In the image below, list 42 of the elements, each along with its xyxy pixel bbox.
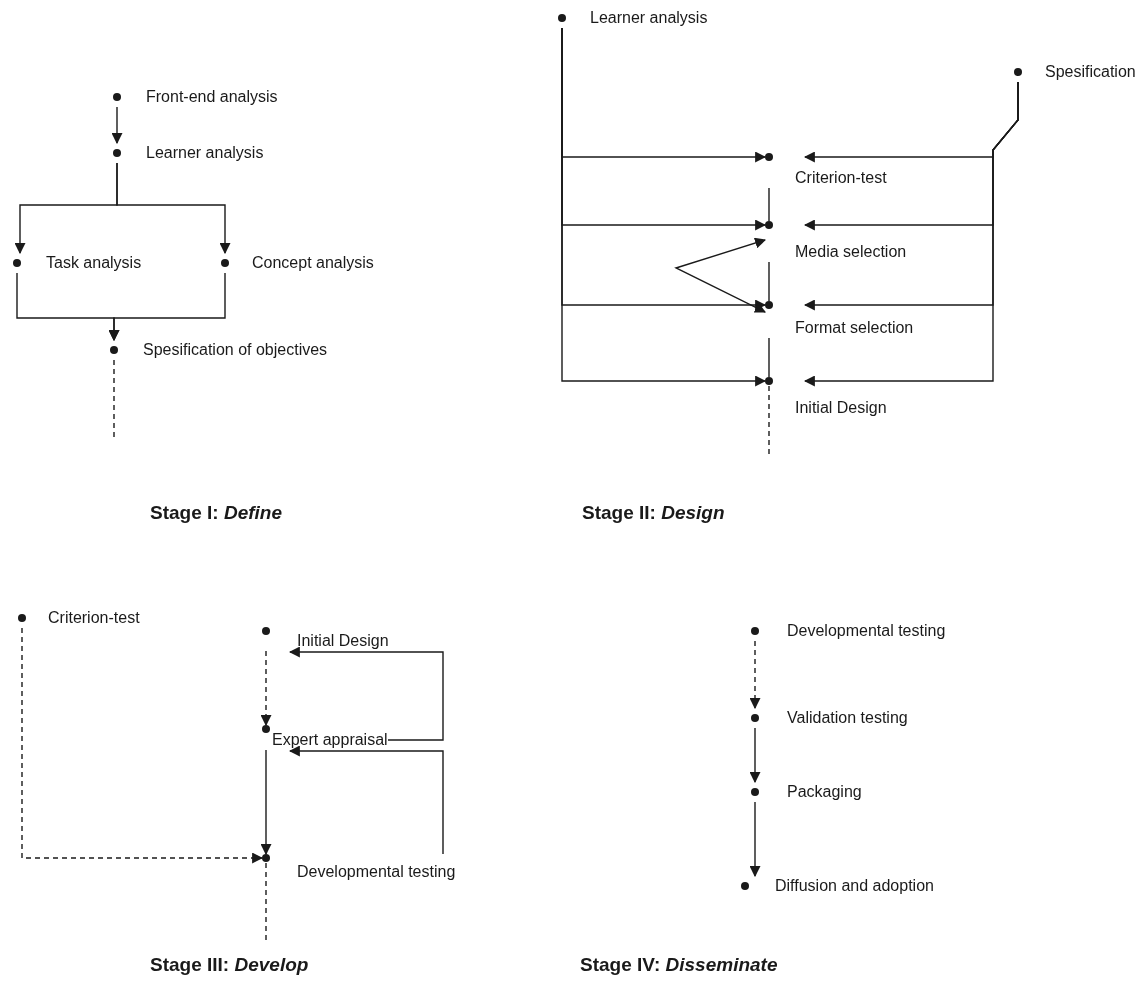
step-label: Learner analysis bbox=[590, 8, 708, 28]
arrow bbox=[116, 162, 231, 255]
connector-line bbox=[768, 337, 770, 378]
arrow bbox=[803, 81, 1019, 387]
step-label: Spesification of objectives bbox=[143, 340, 328, 360]
step-label: Initial Design bbox=[795, 398, 887, 418]
step-label: Initial Design bbox=[297, 631, 389, 651]
step-label: Packaging bbox=[787, 782, 862, 802]
stage-heading: Stage IV: Disseminate bbox=[580, 954, 778, 976]
step-label: Validation testing bbox=[787, 708, 908, 728]
step-label: Concept analysis bbox=[252, 253, 374, 273]
step-label: Criterion-test bbox=[48, 608, 140, 628]
arrow bbox=[749, 727, 761, 784]
step-label: Developmental testing bbox=[297, 862, 456, 882]
dashed-arrow bbox=[260, 650, 272, 727]
step-label: Media selection bbox=[795, 242, 907, 262]
step-label: Diffusion and adoption bbox=[775, 876, 934, 896]
connector-line bbox=[768, 261, 770, 302]
arrow bbox=[561, 27, 767, 387]
arrow bbox=[674, 237, 767, 313]
arrow bbox=[111, 106, 123, 145]
arrow bbox=[108, 272, 226, 342]
arrow bbox=[260, 749, 272, 856]
step-label: Developmental testing bbox=[787, 621, 946, 641]
stage-heading: Stage III: Develop bbox=[150, 954, 309, 976]
step-label: Expert appraisal bbox=[272, 730, 388, 750]
connector-line bbox=[768, 187, 770, 222]
step-label: Learner analysis bbox=[146, 143, 264, 163]
stage-heading: Stage II: Design bbox=[582, 502, 725, 524]
dashed-line bbox=[265, 862, 267, 941]
arrow bbox=[288, 745, 444, 855]
step-label: Format selection bbox=[795, 318, 914, 338]
arrow bbox=[749, 801, 761, 878]
dashed-line bbox=[768, 385, 770, 456]
step-label: Criterion-test bbox=[795, 168, 887, 188]
dashed-arrow bbox=[749, 640, 761, 710]
step-label: Front-end analysis bbox=[146, 87, 278, 107]
dashed-arrow bbox=[21, 627, 264, 864]
step-label: Task analysis bbox=[46, 253, 142, 273]
step-label: Spesification bbox=[1045, 62, 1136, 82]
arrow bbox=[288, 646, 444, 741]
stage-heading: Stage I: Define bbox=[150, 502, 282, 524]
